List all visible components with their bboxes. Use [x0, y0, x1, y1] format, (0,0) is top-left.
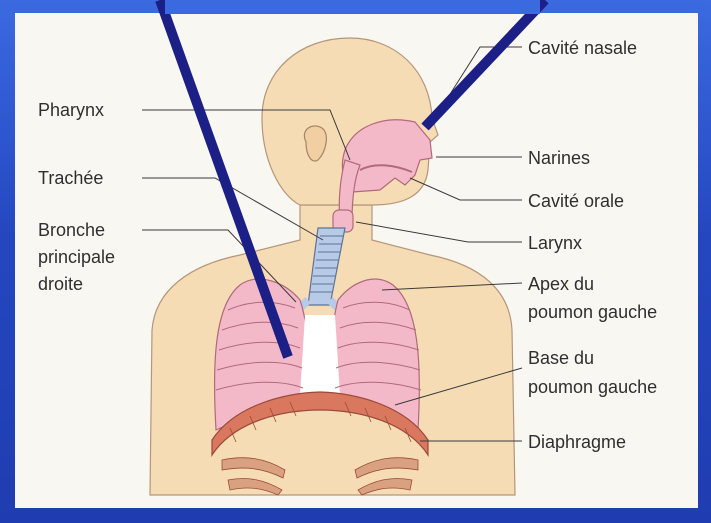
- label-apex-line1: Apex du: [528, 274, 594, 294]
- label-cavite-orale: Cavité orale: [528, 191, 624, 211]
- label-base-line1: Base du: [528, 348, 594, 368]
- label-diaphragme: Diaphragme: [528, 432, 626, 452]
- labels-right: Cavité nasale Narines Cavité orale Laryn…: [528, 38, 657, 452]
- label-bronche-line2: principale: [38, 247, 115, 267]
- leader-larynx: [356, 222, 522, 242]
- label-narines: Narines: [528, 148, 590, 168]
- pointer-top-border: [165, 0, 540, 14]
- labels-left: Pharynx Trachée Bronche principale droit…: [38, 100, 115, 294]
- pointer-line-right: [425, 0, 545, 127]
- label-apex-line2: poumon gauche: [528, 302, 657, 322]
- leader-cavite-orale: [410, 178, 522, 200]
- label-base-line2: poumon gauche: [528, 377, 657, 397]
- label-pharynx: Pharynx: [38, 100, 104, 120]
- label-cavite-nasale: Cavité nasale: [528, 38, 637, 58]
- heart-space: [300, 315, 340, 395]
- label-trachee: Trachée: [38, 168, 103, 188]
- label-bronche-line3: droite: [38, 274, 83, 294]
- label-bronche-line1: Bronche: [38, 220, 105, 240]
- label-larynx: Larynx: [528, 233, 582, 253]
